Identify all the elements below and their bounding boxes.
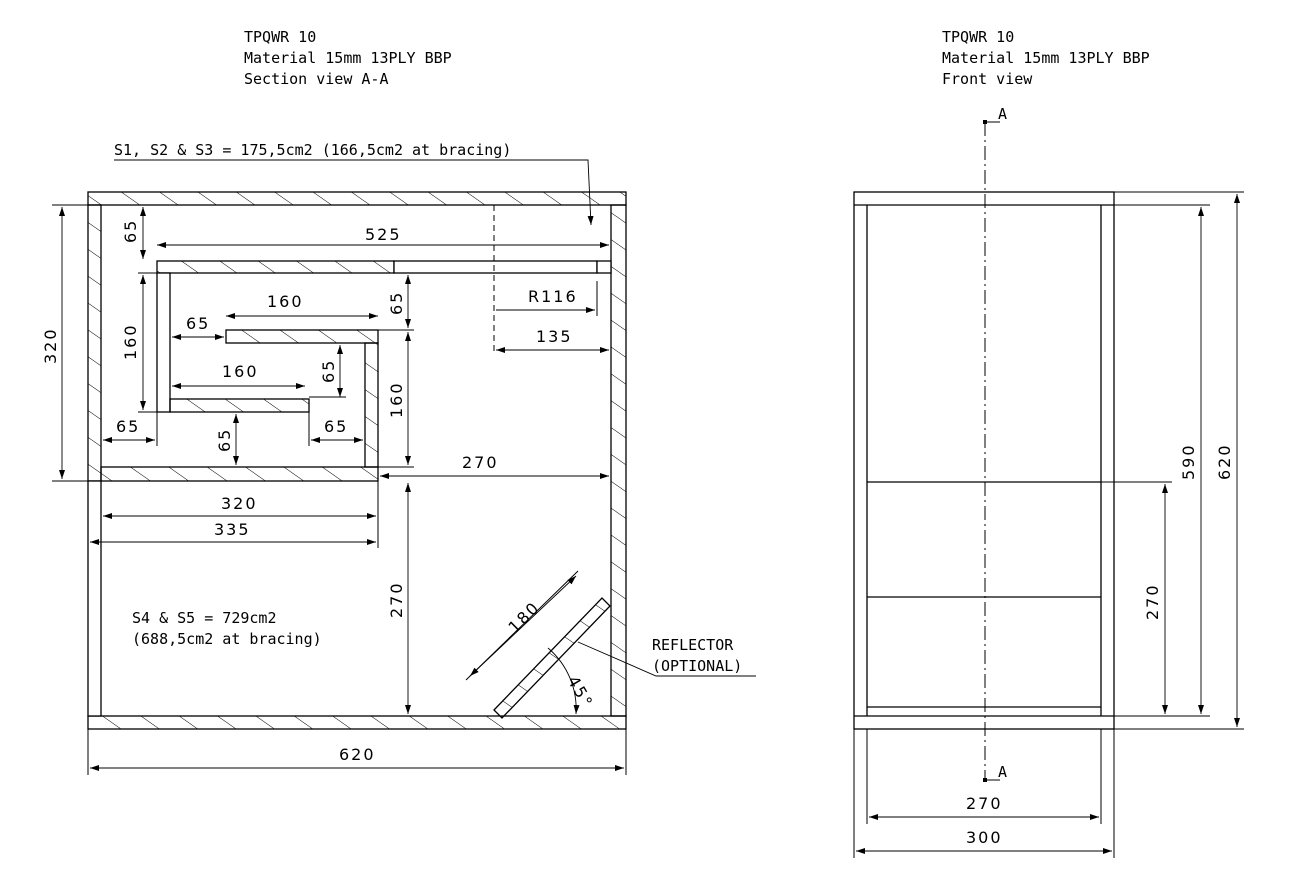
dim-65-v2: 65 bbox=[387, 291, 406, 315]
angle-arc bbox=[547, 647, 580, 715]
dim-320-bottom: 320 bbox=[221, 494, 258, 513]
dim-f620: 620 bbox=[1215, 443, 1234, 480]
note-s4-s5: S4 & S5 = 729cm2 bbox=[132, 609, 277, 627]
inner-upper-panel bbox=[225, 329, 379, 344]
section-mark-bottom: A bbox=[998, 763, 1007, 781]
front-title-1: TPQWR 10 bbox=[942, 28, 1014, 46]
inner-right-vertical bbox=[364, 342, 379, 468]
dim-f270-h: 270 bbox=[966, 794, 1003, 813]
left-wall bbox=[87, 204, 102, 482]
dim-180-line bbox=[469, 575, 577, 677]
reflector-leader bbox=[577, 641, 756, 677]
inner-left-vertical bbox=[156, 272, 171, 413]
dim-620: 620 bbox=[339, 745, 376, 764]
inner-lower-panel bbox=[169, 398, 310, 413]
dim-65-v3: 65 bbox=[215, 428, 234, 452]
bottom-wall bbox=[87, 715, 627, 730]
dim-270-v: 270 bbox=[387, 581, 406, 618]
front-title-2: Material 15mm 13PLY BBP bbox=[942, 49, 1150, 67]
dim-160-right: 160 bbox=[387, 381, 406, 418]
dim-r116: R116 bbox=[528, 287, 578, 306]
top-wall bbox=[87, 191, 627, 206]
section-mark-top: A bbox=[998, 105, 1007, 123]
upper-panel-end bbox=[596, 260, 612, 274]
upper-panel-right bbox=[393, 260, 598, 274]
middle-shelf bbox=[100, 466, 379, 482]
section-view: TPQWR 10 Material 15mm 13PLY BBP Section… bbox=[41, 28, 756, 775]
section-title-3: Section view A-A bbox=[244, 70, 389, 88]
dim-65-top: 65 bbox=[121, 219, 140, 243]
dim-525: 525 bbox=[365, 225, 402, 244]
dim-65-v1: 65 bbox=[319, 359, 338, 383]
left-wall-lower bbox=[87, 480, 102, 717]
dim-160-inner: 160 bbox=[222, 362, 259, 381]
reflector-optional: (OPTIONAL) bbox=[652, 657, 742, 675]
dim-160-top: 160 bbox=[267, 292, 304, 311]
front-view: TPQWR 10 Material 15mm 13PLY BBP Front v… bbox=[853, 28, 1244, 858]
dim-320-left: 320 bbox=[41, 327, 60, 364]
dim-f590: 590 bbox=[1179, 443, 1198, 480]
dim-135: 135 bbox=[536, 327, 573, 346]
dim-65-mid: 65 bbox=[186, 314, 210, 333]
dim-335: 335 bbox=[214, 520, 251, 539]
dim-180: 180 bbox=[504, 598, 543, 637]
front-title-3: Front view bbox=[942, 70, 1033, 88]
note-bracing: (688,5cm2 at bracing) bbox=[132, 630, 322, 648]
front-outline bbox=[853, 191, 1115, 730]
dim-65-left-low: 65 bbox=[116, 417, 140, 436]
section-title-2: Material 15mm 13PLY BBP bbox=[244, 49, 452, 67]
angle-45: 45° bbox=[564, 673, 598, 712]
dim-65-right-low: 65 bbox=[324, 417, 348, 436]
dim-f270-v: 270 bbox=[1143, 583, 1162, 620]
section-title-1: TPQWR 10 bbox=[244, 28, 316, 46]
upper-panel-left bbox=[156, 260, 395, 274]
dim-270-h: 270 bbox=[462, 453, 499, 472]
right-wall bbox=[610, 204, 627, 717]
note-s1-s3: S1, S2 & S3 = 175,5cm2 (166,5cm2 at brac… bbox=[114, 141, 511, 159]
dim-160-left: 160 bbox=[121, 323, 140, 360]
reflector-label: REFLECTOR bbox=[652, 636, 734, 654]
dim-f300: 300 bbox=[966, 828, 1003, 847]
